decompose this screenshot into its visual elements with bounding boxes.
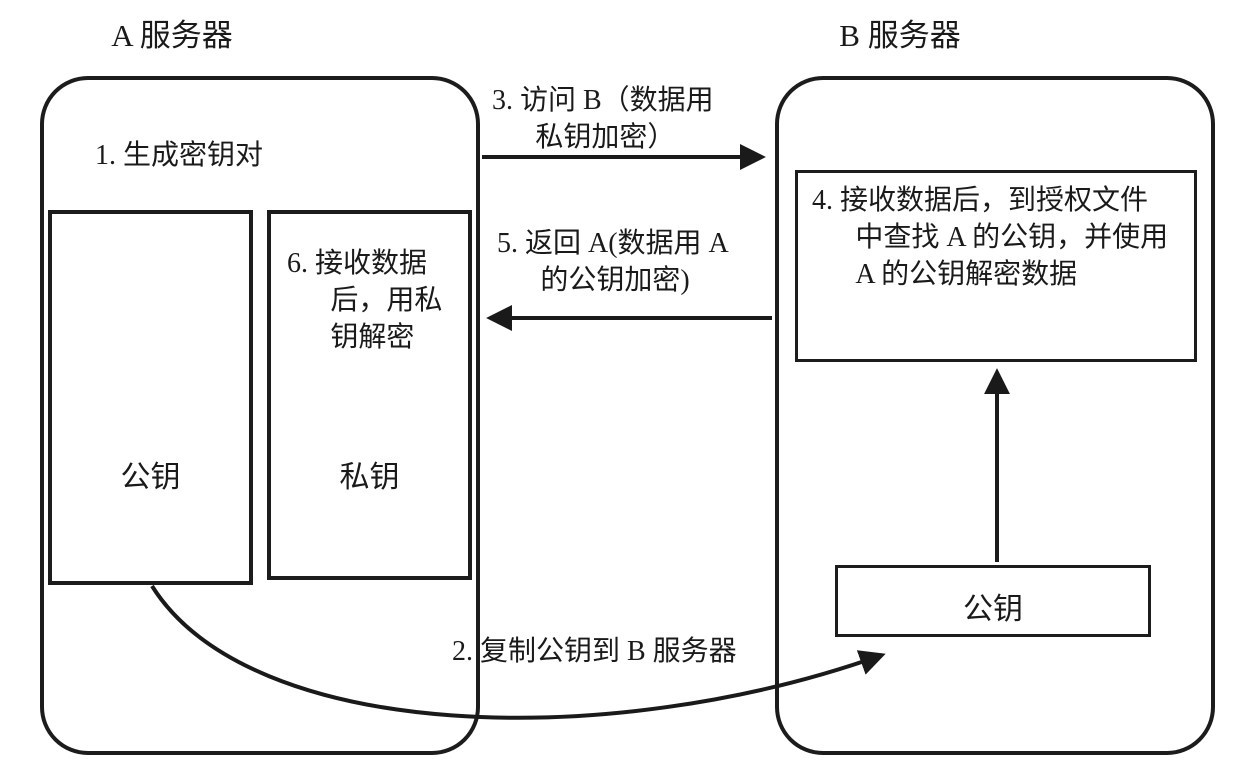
step4-label: 4. 接收数据后，到授权文件 中查找 A 的公钥，并使用 A 的公钥解密数据 [812, 185, 1169, 290]
public-key-box-a: 公钥 [48, 210, 253, 585]
public-key-label-a: 公钥 [120, 461, 181, 494]
server-a-title: A 服务器 [111, 18, 233, 53]
private-key-box-a: 6. 接收数据 后，用私 钥解密 私钥 [267, 210, 472, 580]
step2-label: 2. 复制公钥到 B 服务器 [452, 636, 737, 667]
step6-label: 6. 接收数据 后，用私 钥解密 [287, 248, 443, 353]
step1-label: 1. 生成密钥对 [95, 140, 264, 171]
public-key-label-b: 公钥 [963, 593, 1023, 626]
step3-label: 3. 访问 B（数据用 私钥加密） [492, 85, 714, 153]
step4-box: 4. 接收数据后，到授权文件 中查找 A 的公钥，并使用 A 的公钥解密数据 [795, 170, 1197, 362]
public-key-box-b: 公钥 [835, 565, 1151, 637]
private-key-label-a: 私钥 [339, 461, 400, 494]
step5-label: 5. 返回 A(数据用 A 的公钥加密) [497, 228, 729, 296]
server-b-title: B 服务器 [839, 18, 961, 53]
